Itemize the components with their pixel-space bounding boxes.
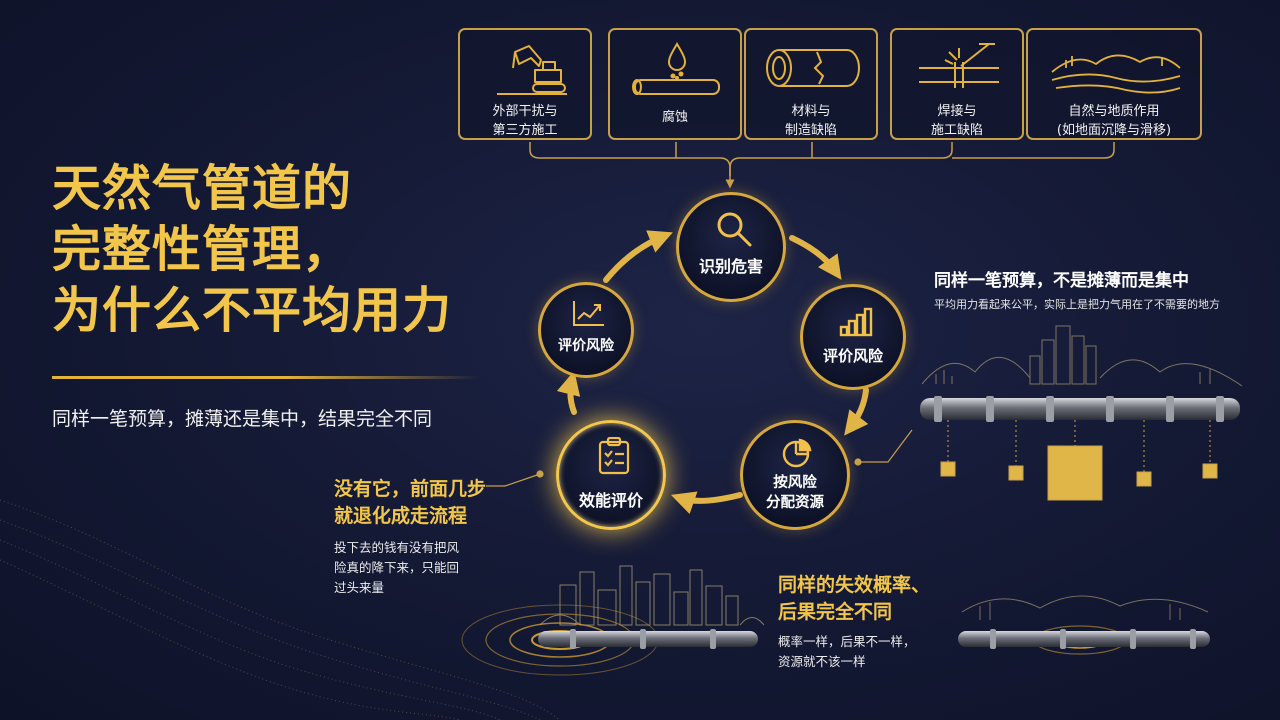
- trend-chart-icon: [573, 301, 604, 326]
- budget-heading: 同样一笔预算，不是摊薄而是集中: [934, 271, 1189, 291]
- hazard-connector: [529, 142, 1115, 189]
- hazard-card-material: 材料与 制造缺陷: [744, 28, 878, 140]
- hazard-card-welding: 焊接与 施工缺陷: [890, 28, 1024, 140]
- budget-allocation: [940, 420, 1218, 501]
- city-scene: [539, 565, 765, 626]
- cycle-node-performance-evaluation: 效能评价: [556, 420, 666, 530]
- pie-chart-icon: [782, 438, 812, 468]
- cycle-arrows: [556, 230, 869, 515]
- consequence-note-heading: 同样的失效概率、 后果完全不同: [778, 574, 931, 623]
- page-title: 天然气管道的 完整性管理， 为什么不平均用力: [52, 158, 492, 341]
- excavator-icon: [497, 45, 567, 95]
- evaluation-note: 没有它，前面几步 就退化成走流程 投下去的钱有没有把风 险真的降下来，只能回 过…: [334, 476, 486, 598]
- evaluation-note-heading: 没有它，前面几步 就退化成走流程: [334, 478, 487, 527]
- consequence-note: 同样的失效概率、 后果完全不同 概率一样，后果不一样， 资源就不该一样: [778, 572, 930, 672]
- corroded-pipe-icon: [632, 42, 720, 95]
- leader-lines: [486, 429, 913, 487]
- decorative-waves: [0, 499, 561, 720]
- consequence-note-body: 概率一样，后果不一样， 资源就不该一样: [778, 634, 916, 669]
- hazard-card-third-party: 外部干扰与 第三方施工: [458, 28, 592, 140]
- budget-subtext: 平均用力看起来公平，实际上是把力气用在了不需要的地方: [934, 298, 1220, 311]
- title-line-2: 完整性管理，: [52, 221, 353, 278]
- left-pipeline: [538, 629, 758, 649]
- checklist-icon: [598, 437, 630, 475]
- title-divider: [52, 376, 478, 379]
- terrain-icon: [1051, 54, 1181, 94]
- right-scene: [921, 325, 1243, 387]
- evaluation-note-body: 投下去的钱有没有把风 险真的降下来，只能回 过头来量: [334, 540, 460, 595]
- hazard-card-corrosion: 腐蚀: [608, 28, 742, 140]
- hazard-card-geohazard: 自然与地质作用 (如地面沉降与滑移): [1026, 28, 1202, 140]
- right-bottom-pipeline: [958, 629, 1210, 649]
- title-line-3: 为什么不平均用力: [52, 282, 453, 339]
- right-pipeline: [920, 396, 1240, 422]
- cracked-pipe-icon: [766, 49, 860, 87]
- magnifier-icon: [717, 212, 752, 247]
- cycle-node-assess-risk: 评价风险: [800, 284, 906, 390]
- title-line-1: 天然气管道的: [52, 160, 353, 217]
- cycle-node-assess-risk-2: 评价风险: [538, 282, 634, 378]
- cycle-node-allocate-resources: 按风险 分配资源: [740, 420, 850, 530]
- bar-chart-icon: [839, 307, 873, 337]
- cycle-node-identify-hazards: 识别危害: [676, 192, 786, 302]
- rural-scene: [961, 595, 1209, 620]
- welding-icon: [919, 43, 999, 88]
- page-subtitle: 同样一笔预算，摊薄还是集中，结果完全不同: [52, 408, 433, 430]
